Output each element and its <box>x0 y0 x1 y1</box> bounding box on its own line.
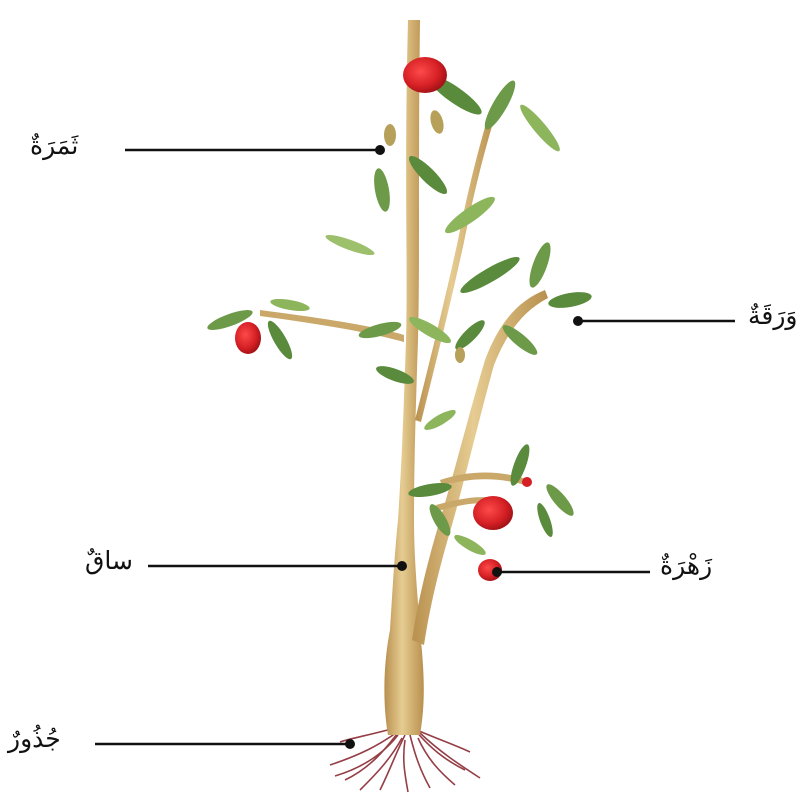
label-fruit: ثَمَرَةٌ <box>30 131 78 160</box>
label-stem: ساقٌ <box>85 546 133 575</box>
roots-pointer-dot <box>345 739 355 749</box>
label-roots: جُذُورٌ <box>8 724 61 753</box>
stem-pointer-dot <box>397 561 407 571</box>
fruit-pointer-dot <box>375 145 385 155</box>
label-leaf: وَرَقَةٌ <box>748 301 798 330</box>
roots-cluster <box>330 728 480 792</box>
flower-pointer-dot <box>492 567 502 577</box>
label-flower: زَهْرَةٌ <box>660 551 712 580</box>
leaf-pointer-dot <box>573 316 583 326</box>
